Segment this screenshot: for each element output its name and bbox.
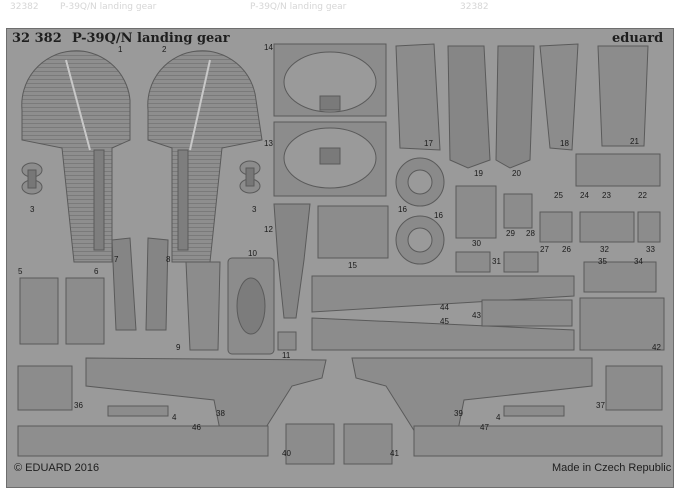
part-number: 28: [526, 229, 535, 238]
part-40: [285, 423, 335, 465]
part-9: [185, 261, 221, 351]
part-37: [605, 365, 663, 411]
panel-5: [19, 277, 59, 345]
strip-47: [413, 425, 663, 457]
gear-door-left: [21, 50, 131, 263]
plate-17: [395, 43, 441, 151]
brand-logo: eduard: [612, 31, 664, 46]
ghost-number-left: 32382: [10, 2, 39, 12]
strip-4b: [503, 405, 565, 417]
strip-44: [311, 275, 575, 313]
part-number: 21: [630, 137, 639, 146]
part-number: 41: [390, 449, 399, 458]
part-number: 3: [30, 205, 35, 214]
arm-8: [145, 237, 169, 331]
part-number: 36: [74, 401, 83, 410]
strut-12: [273, 203, 311, 319]
part-number: 17: [424, 139, 433, 148]
part-number: 26: [562, 245, 571, 254]
panel-6: [65, 277, 105, 345]
part-number: 27: [540, 245, 549, 254]
panel-15: [317, 205, 389, 259]
copyright: © EDUARD 2016: [14, 462, 100, 474]
part-number: 30: [472, 239, 481, 248]
part-number: 7: [114, 255, 119, 264]
part-number: 23: [602, 191, 611, 200]
wheel-well-14: [273, 43, 387, 117]
part-number: 8: [166, 255, 171, 264]
clip-right: [239, 160, 261, 194]
strip-4a: [107, 405, 169, 417]
part-number: 16: [398, 205, 407, 214]
arm-7: [111, 237, 137, 331]
strut-cover-20: [495, 45, 535, 169]
strip-46: [17, 425, 269, 457]
origin: Made in Czech Republic: [552, 462, 672, 474]
part-number: 13: [264, 139, 273, 148]
ghost-title-right: P-39Q/N landing gear: [250, 2, 347, 12]
sheet-title: P-39Q/N landing gear: [72, 31, 230, 46]
part-31b: [503, 251, 539, 273]
part-34-35: [583, 261, 657, 293]
part-11: [277, 331, 297, 351]
ghost-number-right: 32382: [460, 2, 489, 12]
strut-cover-19: [447, 45, 491, 169]
part-number: 18: [560, 139, 569, 148]
part-number: 37: [596, 401, 605, 410]
part-number: 12: [264, 225, 273, 234]
part-number: 24: [580, 191, 589, 200]
part-number: 46: [192, 423, 201, 432]
part-number: 2: [162, 45, 167, 54]
part-number: 10: [248, 249, 257, 258]
part-number: 31: [492, 257, 501, 266]
part-number: 6: [94, 267, 99, 276]
part-number: 32: [600, 245, 609, 254]
part-30: [455, 185, 497, 239]
part-number: 38: [216, 409, 225, 418]
part-number: 4: [172, 413, 177, 422]
part-number: 20: [512, 169, 521, 178]
catalog-number: 32 382: [12, 31, 62, 46]
part-number: 45: [440, 317, 449, 326]
part-number: 39: [454, 409, 463, 418]
part-number: 33: [646, 245, 655, 254]
part-31a: [455, 251, 491, 273]
part-number: 43: [472, 311, 481, 320]
part-33: [637, 211, 661, 243]
part-number: 19: [474, 169, 483, 178]
part-21: [597, 45, 649, 147]
gear-door-right: [147, 50, 263, 263]
part-number: 4: [496, 413, 501, 422]
part-36: [17, 365, 73, 411]
part-number: 15: [348, 261, 357, 270]
part-28-29: [503, 193, 533, 229]
part-number: 16: [434, 211, 443, 220]
part-number: 3: [252, 205, 257, 214]
part-42: [579, 297, 665, 351]
plate-18: [539, 43, 579, 151]
part-26-27: [539, 211, 573, 243]
part-number: 11: [282, 351, 291, 360]
part-number: 29: [506, 229, 515, 238]
part-41: [343, 423, 393, 465]
wheel-well-13: [273, 121, 387, 197]
ghost-title-left: P-39Q/N landing gear: [60, 2, 157, 12]
part-43: [481, 299, 573, 327]
part-number: 34: [634, 257, 643, 266]
part-number: 25: [554, 191, 563, 200]
part-number: 40: [282, 449, 291, 458]
part-number: 35: [598, 257, 607, 266]
part-number: 22: [638, 191, 647, 200]
part-number: 14: [264, 43, 273, 52]
part-32: [579, 211, 635, 243]
part-number: 1: [118, 45, 123, 54]
clip-left: [21, 162, 43, 195]
part-number: 44: [440, 303, 449, 312]
part-number: 5: [18, 267, 23, 276]
part-number: 42: [652, 343, 661, 352]
part-22-23-24-25: [575, 153, 661, 187]
part-number: 47: [480, 423, 489, 432]
part-number: 9: [176, 343, 181, 352]
